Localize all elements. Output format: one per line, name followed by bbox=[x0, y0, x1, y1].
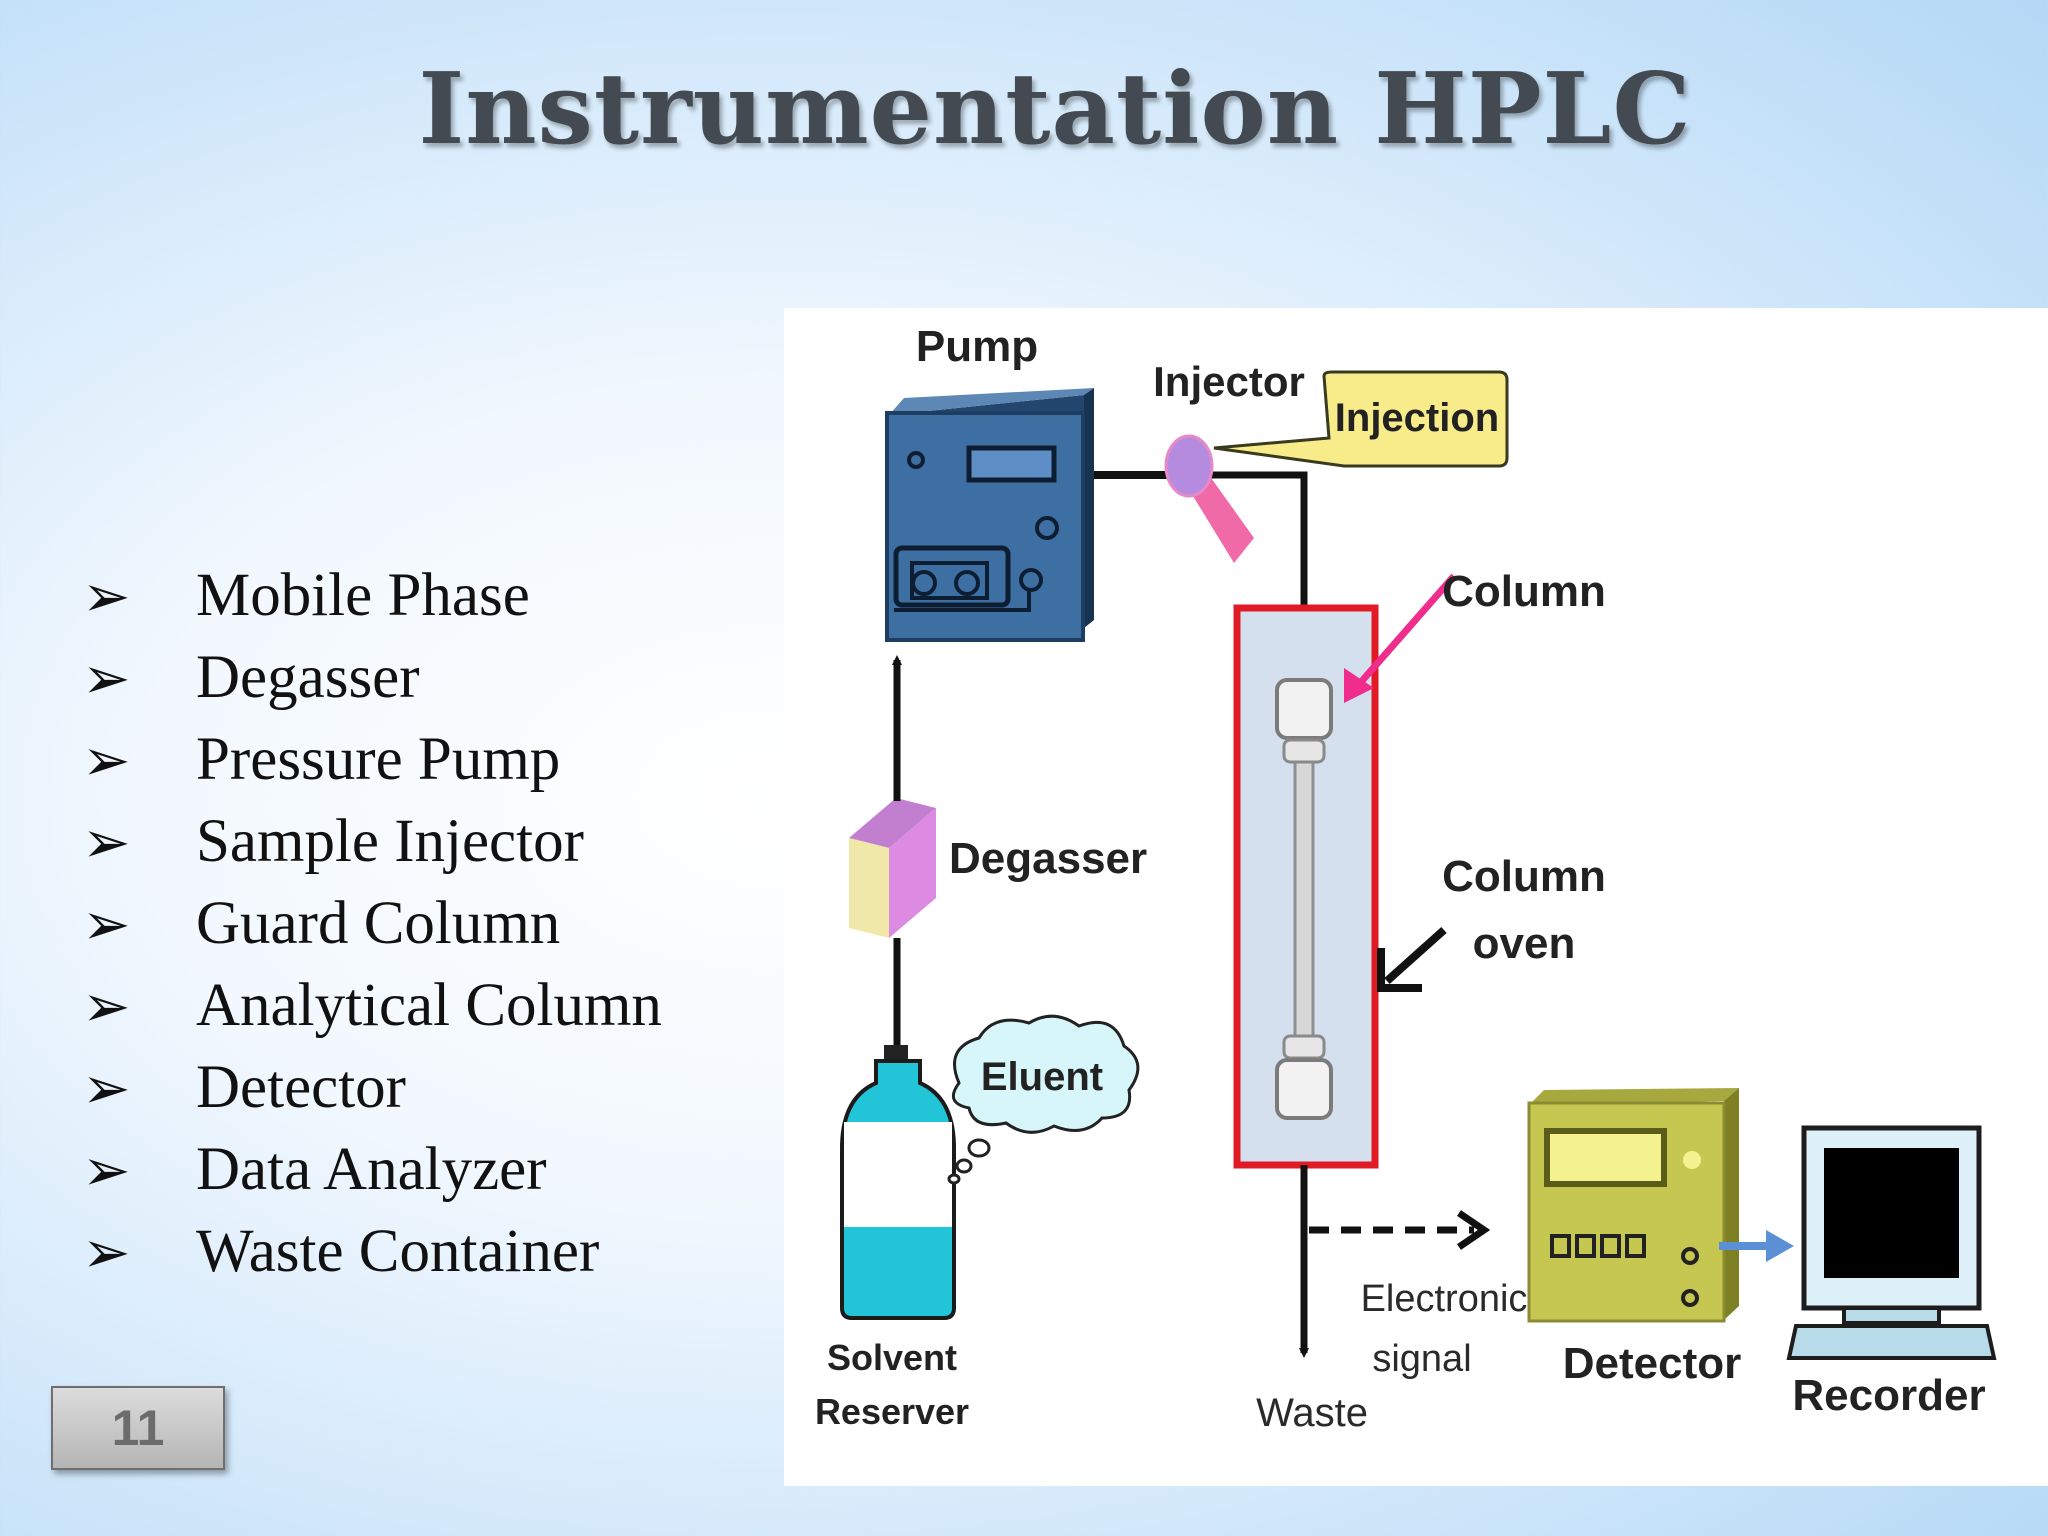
degasser-icon bbox=[849, 798, 936, 938]
arrow-bullet-icon: ➢ bbox=[82, 562, 131, 630]
pump-label: Pump bbox=[916, 322, 1038, 371]
list-item-label: Sample Injector bbox=[196, 808, 584, 875]
injector-to-column-line bbox=[1204, 471, 1308, 653]
degasser-label: Degasser bbox=[949, 834, 1147, 883]
detector-icon bbox=[1527, 1088, 1739, 1323]
column-oven-pointer bbox=[1384, 927, 1447, 984]
list-item: ➢ Guard Column bbox=[82, 883, 662, 965]
list-item-label: Analytical Column bbox=[196, 972, 662, 1039]
column-oven-arrowhead bbox=[1377, 948, 1422, 992]
detector-label: Detector bbox=[1563, 1339, 1742, 1388]
waste-label: Waste bbox=[1256, 1391, 1368, 1435]
recorder-label: Recorder bbox=[1792, 1371, 1985, 1420]
list-item: ➢ Data Analyzer bbox=[82, 1129, 662, 1211]
eluent-label: Eluent bbox=[981, 1055, 1103, 1099]
list-item-label: Waste Container bbox=[196, 1218, 600, 1285]
electronic-signal-arrowhead bbox=[1457, 1210, 1491, 1250]
list-item: ➢ Waste Container bbox=[82, 1211, 662, 1293]
arrow-bullet-icon: ➢ bbox=[82, 726, 131, 794]
column-oven-label-line1: Column bbox=[1442, 852, 1606, 901]
injector-icon bbox=[1164, 434, 1254, 563]
column-pointer-arrow bbox=[1351, 573, 1457, 693]
list-item: ➢ Pressure Pump bbox=[82, 719, 662, 801]
list-item-label: Degasser bbox=[196, 644, 420, 711]
signal-label-line2: signal bbox=[1372, 1338, 1471, 1380]
arrow-bullet-icon: ➢ bbox=[82, 1136, 131, 1204]
column-oven-label-line2: oven bbox=[1473, 919, 1576, 968]
list-item-label: Detector bbox=[196, 1054, 406, 1121]
recorder-computer-icon bbox=[1786, 1125, 1997, 1360]
injection-callout bbox=[1213, 370, 1509, 468]
list-item: ➢ Sample Injector bbox=[82, 801, 662, 883]
component-list: ➢ Mobile Phase ➢ Degasser ➢ Pressure Pump ➢… bbox=[82, 555, 662, 1293]
list-item: ➢ Degasser bbox=[82, 637, 662, 719]
column-label: Column bbox=[1442, 567, 1606, 616]
column-pointer-arrowhead bbox=[1344, 668, 1374, 703]
page-number-badge: 11 bbox=[51, 1386, 225, 1470]
solvent-label-line1: Solvent bbox=[827, 1337, 957, 1378]
hplc-diagram: Pump Injector Injection Column bbox=[784, 308, 2048, 1486]
hplc-diagram-svg: Pump Injector Injection Column bbox=[815, 322, 1997, 1435]
list-item-label: Guard Column bbox=[196, 890, 561, 957]
solvent-bottle-icon bbox=[840, 1045, 956, 1320]
slide-title: Instrumentation HPLC bbox=[418, 52, 1692, 167]
arrow-bullet-icon: ➢ bbox=[82, 1054, 131, 1122]
list-item: ➢ Detector bbox=[82, 1047, 662, 1129]
pump-icon bbox=[885, 388, 1094, 642]
solvent-label-line2: Reserver bbox=[815, 1391, 969, 1432]
arrow-bullet-icon: ➢ bbox=[82, 1218, 131, 1286]
list-item-label: Mobile Phase bbox=[196, 562, 530, 629]
list-item-label: Pressure Pump bbox=[196, 726, 561, 793]
detector-to-recorder-arrowhead bbox=[1766, 1230, 1794, 1262]
signal-label-line1: Electronic bbox=[1361, 1278, 1528, 1320]
list-item: ➢ Analytical Column bbox=[82, 965, 662, 1047]
injection-label: Injection bbox=[1335, 396, 1499, 440]
list-item: ➢ Mobile Phase bbox=[82, 555, 662, 637]
column-icon bbox=[1275, 678, 1333, 1120]
arrow-bullet-icon: ➢ bbox=[82, 890, 131, 958]
injector-label: Injector bbox=[1153, 358, 1305, 405]
arrow-bullet-icon: ➢ bbox=[82, 808, 131, 876]
arrow-bullet-icon: ➢ bbox=[82, 644, 131, 712]
list-item-label: Data Analyzer bbox=[196, 1136, 547, 1203]
eluent-thought-bubble bbox=[947, 1014, 1140, 1185]
arrow-bullet-icon: ➢ bbox=[82, 972, 131, 1040]
